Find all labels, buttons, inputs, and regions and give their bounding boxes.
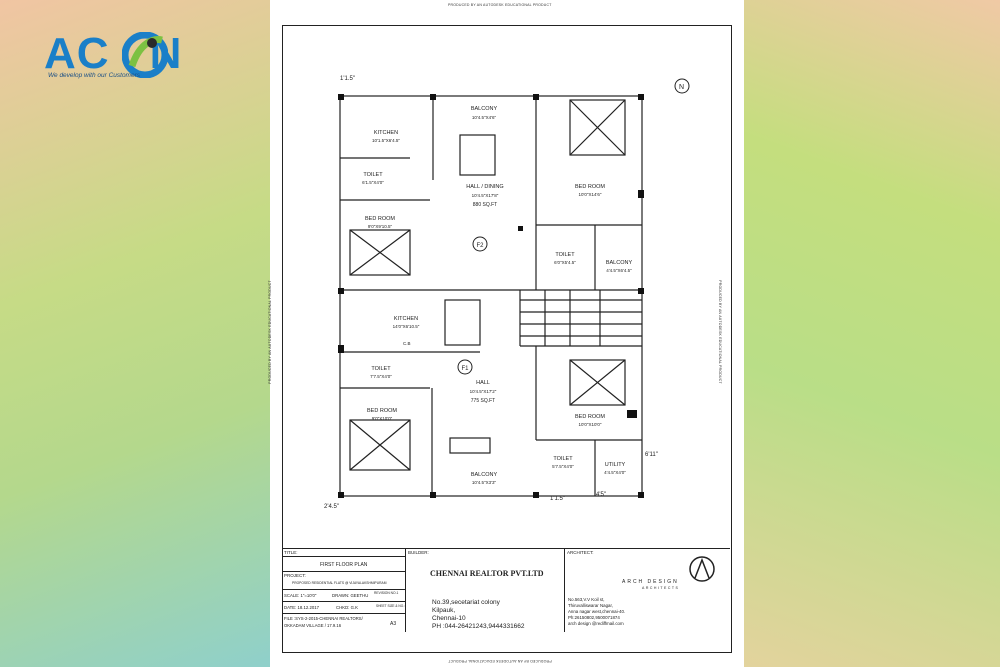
- room-size: 10'0"X14'6": [579, 192, 602, 197]
- revision: REVISION NO.1: [374, 591, 399, 595]
- room-label: UTILITY: [605, 462, 626, 468]
- architect-address-2: Thiruvalliswarar Nagar,: [568, 603, 613, 608]
- room-label: HALL: [476, 380, 490, 386]
- dim-bottom-left: 2'4.5": [324, 504, 339, 510]
- drawn-by: DRAWN: GEETHU: [332, 593, 369, 598]
- flat-f2-tag: F2: [476, 243, 484, 249]
- room-size: 10'4.5"X17'8": [472, 193, 499, 198]
- logo-globe-icon: [122, 32, 168, 78]
- date: DATE: 18.12.2017: [284, 605, 320, 610]
- file-ref: FILE :SYS-2-2015-CHENNAI REALTORS/: [284, 616, 363, 621]
- builder-address-3: Chennai-10: [432, 615, 466, 622]
- architect-sub: ARCHITECTS: [642, 586, 680, 590]
- checked-by: CHKD: G.K: [336, 605, 358, 610]
- title-label: TITLE:: [284, 550, 298, 555]
- builder-name: CHENNAI REALTOR PVT.LTD: [430, 569, 544, 578]
- sheet-size: A3: [390, 621, 397, 627]
- room-label: TOILET: [555, 252, 575, 258]
- floor-plan: N 1'1.5" 2'4.5" 1'1.5" 4'5" 6'11" BALCON…: [324, 76, 690, 510]
- room-size: 10'1.5"X6'4.5": [372, 138, 400, 143]
- room-label: TOILET: [371, 366, 391, 372]
- builder-address-2: Kilpauk,: [432, 607, 456, 614]
- room-label: BALCONY: [471, 106, 498, 112]
- drawing-sheet: PRODUCED BY AN AUTODESK EDUCATIONAL PROD…: [268, 0, 744, 667]
- dim-right: 6'11": [645, 452, 658, 458]
- project-name: PROPOSED RESIDENTIAL FLATS @ VIJAYALAKSH…: [292, 581, 387, 585]
- sheet-size-label: SHEET SIZE & NO.:: [376, 604, 405, 608]
- title-block: TITLE: FIRST FLOOR PLAN PROJECT: PROPOSE…: [282, 548, 730, 632]
- sheet-border: [282, 25, 732, 653]
- room-label: BALCONY: [606, 260, 633, 266]
- room-area: 880 SQ.FT: [473, 202, 497, 208]
- room-label: BED ROOM: [575, 184, 605, 190]
- builder-label: BUILDER:: [408, 550, 429, 555]
- room-size: 5'7.5"X4'0": [552, 464, 574, 469]
- room-size: 6'1.5"X4'0": [362, 180, 384, 185]
- room-size: 9'0"X9'10.5": [368, 224, 393, 229]
- room-size: 10'4.5"X17'2": [470, 389, 497, 394]
- room-size: 10'0"X10'0": [579, 422, 602, 427]
- cb-label: C.B: [403, 341, 411, 346]
- room-size: 7'7.5"X4'0": [370, 374, 392, 379]
- arch-design-logo: [689, 556, 715, 582]
- room-area: 775 SQ.FT: [471, 398, 495, 404]
- room-size: 14'0"X6'10.5": [393, 324, 420, 329]
- room-label: TOILET: [553, 456, 573, 462]
- logo-tagline: We develop with our Customers: [48, 72, 141, 79]
- room-size: 4'4.5"X4'0": [604, 470, 626, 475]
- architect-address-1: No.563,V.V Koil st,: [568, 597, 605, 602]
- room-label: BED ROOM: [367, 408, 397, 414]
- room-label: KITCHEN: [394, 316, 418, 322]
- architect-label: ARCHITECT:: [567, 550, 594, 555]
- room-label: HALL / DINING: [466, 184, 503, 190]
- architect-name: ARCH DESIGN: [622, 579, 679, 585]
- dim-top-left: 1'1.5": [340, 76, 355, 82]
- room-label: BALCONY: [471, 472, 498, 478]
- room-label: KITCHEN: [374, 130, 398, 136]
- room-size: 9'0"X10'0": [372, 416, 393, 421]
- architect-phone: Ph:26150802,9500071874: [568, 615, 620, 620]
- flat-f1-tag: F1: [461, 366, 469, 372]
- builder-phone: PH :044-26421243,9444331662: [432, 623, 525, 630]
- drawing-title: FIRST FLOOR PLAN: [320, 562, 368, 568]
- edu-watermark-top: PRODUCED BY AN AUTODESK EDUCATIONAL PROD…: [448, 3, 552, 7]
- north-arrow-label: N: [679, 84, 684, 91]
- room-size: 10'4.5"X4'6": [472, 115, 497, 120]
- room-size: 4'4.5"X6'4.5": [606, 268, 632, 273]
- edu-watermark-bottom: PRODUCED BY AN AUTODESK EDUCATIONAL PROD…: [448, 659, 552, 663]
- builder-address-1: No.39,secetariat colony: [432, 599, 500, 606]
- room-label: TOILET: [363, 172, 383, 178]
- room-size: 6'0"X5'4.5": [554, 260, 576, 265]
- dim-bottom-mid: 1'1.5": [550, 496, 565, 502]
- scale: SCALE: 1"=10'0": [284, 593, 317, 598]
- room-size: 10'4.5"X3'3": [472, 480, 497, 485]
- room-label: BED ROOM: [365, 216, 395, 222]
- background-right: [744, 0, 1000, 667]
- architect-email: arch design @rediffmail.com: [568, 621, 624, 626]
- dim-bottom-mid2: 4'5": [596, 492, 606, 498]
- file-ref-2: OKKADAM VILLAGE / 17.9.16: [284, 623, 342, 628]
- project-label: PROJECT:: [284, 573, 306, 578]
- architect-address-3: Anna nagar west,chennai-40.: [568, 609, 626, 614]
- room-label: BED ROOM: [575, 414, 605, 420]
- background-left: [0, 0, 270, 667]
